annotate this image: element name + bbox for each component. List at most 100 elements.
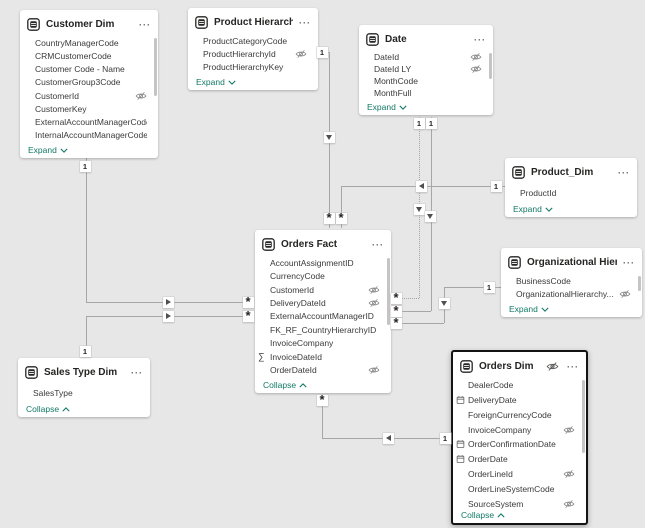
- relationship-line-organizational-hierarchy-to-orders-fact[interactable]: [444, 287, 501, 288]
- eye-slash-icon[interactable]: [368, 284, 380, 296]
- eye-slash-icon[interactable]: [470, 51, 482, 63]
- field-row-productid[interactable]: ProductId: [505, 184, 633, 201]
- field-row-orderlinesystemcode[interactable]: OrderLineSystemCode: [453, 481, 582, 496]
- cross-filter-arrow-down-icon[interactable]: [413, 203, 425, 215]
- field-row-producthierarchykey[interactable]: ProductHierarchyKey: [188, 61, 314, 74]
- table-card-product-hierarchy-dim[interactable]: Product Hierarchy Dim···ProductCategoryC…: [188, 8, 318, 90]
- table-header[interactable]: Product Hierarchy Dim···: [188, 8, 318, 33]
- cross-filter-arrow-down-icon[interactable]: [424, 210, 436, 222]
- cross-filter-arrow-down-icon[interactable]: [323, 131, 335, 143]
- scrollbar[interactable]: [489, 53, 492, 79]
- more-options-button[interactable]: ···: [131, 367, 143, 378]
- field-row-invoicecompany[interactable]: InvoiceCompany: [453, 422, 582, 437]
- cardinality-one-marker[interactable]: 1: [483, 281, 495, 293]
- field-row-customerid[interactable]: CustomerId: [20, 89, 154, 102]
- scrollbar[interactable]: [387, 258, 390, 325]
- field-row-productcategorycode[interactable]: ProductCategoryCode: [188, 34, 314, 47]
- table-header[interactable]: Orders Fact···: [255, 230, 391, 255]
- table-header[interactable]: Product_Dim···: [505, 158, 637, 183]
- eye-slash-icon[interactable]: [368, 364, 380, 376]
- field-row-customerid[interactable]: CustomerId: [255, 283, 387, 296]
- relationship-line-orders-dim-to-orders-fact[interactable]: [322, 400, 323, 438]
- field-row-customerkey[interactable]: CustomerKey: [20, 102, 154, 115]
- field-row-businesscode[interactable]: BusinessCode: [501, 274, 638, 288]
- field-row-deliverydateid[interactable]: DeliveryDateId: [255, 296, 387, 309]
- field-row-foreigncurrencycode[interactable]: ForeignCurrencyCode: [453, 408, 582, 423]
- field-row-monthcode[interactable]: MonthCode: [359, 75, 489, 87]
- eye-slash-icon[interactable]: [135, 90, 147, 102]
- more-options-button[interactable]: ···: [567, 361, 579, 372]
- field-row-orderdate[interactable]: OrderDate: [453, 452, 582, 467]
- expand-link[interactable]: Expand: [509, 304, 549, 314]
- cardinality-one-marker[interactable]: 1: [490, 180, 502, 192]
- field-row-fk-rf-countryhierarchyid[interactable]: FK_RF_CountryHierarchyID: [255, 323, 387, 336]
- more-options-button[interactable]: ···: [139, 19, 151, 30]
- cardinality-many-marker[interactable]: *: [390, 317, 402, 329]
- cardinality-many-marker[interactable]: *: [390, 292, 402, 304]
- cardinality-many-marker[interactable]: *: [242, 296, 254, 308]
- collapse-link[interactable]: Collapse: [26, 404, 70, 414]
- cardinality-many-marker[interactable]: *: [323, 212, 335, 224]
- cardinality-one-marker[interactable]: 1: [439, 432, 451, 444]
- more-options-button[interactable]: ···: [623, 257, 635, 268]
- field-row-salestype[interactable]: SalesType: [18, 384, 146, 401]
- field-row-organizationalhierarchy[interactable]: OrganizationalHierarchy...: [501, 288, 638, 302]
- expand-link[interactable]: Expand: [367, 102, 407, 112]
- cardinality-many-marker[interactable]: *: [316, 394, 328, 406]
- field-row-countrymanagercode[interactable]: CountryManagerCode: [20, 36, 154, 49]
- relationship-line-date-to-orders-fact-inactive[interactable]: [401, 298, 419, 299]
- more-options-button[interactable]: ···: [618, 167, 630, 178]
- field-row-externalaccountmanagerid[interactable]: ExternalAccountManagerID: [255, 310, 387, 323]
- cardinality-one-marker[interactable]: 1: [413, 117, 425, 129]
- collapse-link[interactable]: Collapse: [461, 510, 505, 520]
- cardinality-one-marker[interactable]: 1: [79, 345, 91, 357]
- field-row-orderdateid[interactable]: OrderDateId: [255, 364, 387, 377]
- field-row-customer-code-name[interactable]: Customer Code - Name: [20, 63, 154, 76]
- cross-filter-arrow-left-icon[interactable]: [415, 180, 427, 192]
- field-row-sourcesystem[interactable]: SourceSystem: [453, 496, 582, 511]
- field-row-customergroup3code[interactable]: CustomerGroup3Code: [20, 76, 154, 89]
- scrollbar[interactable]: [638, 276, 641, 291]
- field-row-deliverydate[interactable]: DeliveryDate: [453, 393, 582, 408]
- field-row-orderlineid[interactable]: OrderLineId: [453, 467, 582, 482]
- expand-link[interactable]: Expand: [513, 204, 553, 214]
- expand-link[interactable]: Expand: [28, 145, 68, 155]
- scrollbar[interactable]: [154, 38, 157, 96]
- cross-filter-arrow-down-icon[interactable]: [438, 297, 450, 309]
- cardinality-one-marker[interactable]: 1: [425, 117, 437, 129]
- field-row-dateid[interactable]: DateId: [359, 51, 489, 63]
- cardinality-one-marker[interactable]: 1: [316, 46, 328, 58]
- field-row-currencycode[interactable]: CurrencyCode: [255, 269, 387, 282]
- collapse-link[interactable]: Collapse: [263, 380, 307, 390]
- table-header[interactable]: Sales Type Dim···: [18, 358, 150, 383]
- eye-slash-icon[interactable]: [563, 498, 575, 510]
- cross-filter-arrow-right-icon[interactable]: [162, 296, 174, 308]
- field-row-dealercode[interactable]: DealerCode: [453, 378, 582, 393]
- field-row-orderconfirmationdate[interactable]: OrderConfirmationDate: [453, 437, 582, 452]
- field-row-invoicecompany[interactable]: InvoiceCompany: [255, 337, 387, 350]
- field-row-internalaccountmanagercode[interactable]: InternalAccountManagerCode: [20, 129, 154, 142]
- field-row-accountassignmentid[interactable]: AccountAssignmentID: [255, 256, 387, 269]
- field-row-crmcustomercode[interactable]: CRMCustomerCode: [20, 49, 154, 62]
- cardinality-many-marker[interactable]: *: [390, 305, 402, 317]
- relationship-line-date-to-orders-fact-active[interactable]: [401, 311, 431, 312]
- relationship-line-customer-dim-to-orders-fact[interactable]: [86, 158, 87, 302]
- eye-slash-icon[interactable]: [368, 297, 380, 309]
- field-row-invoicedateid[interactable]: ∑InvoiceDateId: [255, 350, 387, 363]
- scrollbar[interactable]: [582, 380, 585, 453]
- cross-filter-arrow-right-icon[interactable]: [162, 310, 174, 322]
- relationship-line-product-dim-to-orders-fact[interactable]: [341, 186, 342, 228]
- table-header[interactable]: Organizational Hierarch...···: [501, 248, 642, 273]
- eye-slash-icon[interactable]: [563, 468, 575, 480]
- relationship-line-organizational-hierarchy-to-orders-fact[interactable]: [401, 323, 444, 324]
- table-header[interactable]: Customer Dim···: [20, 10, 158, 35]
- eye-slash-icon[interactable]: [546, 360, 559, 373]
- cardinality-many-marker[interactable]: *: [242, 310, 254, 322]
